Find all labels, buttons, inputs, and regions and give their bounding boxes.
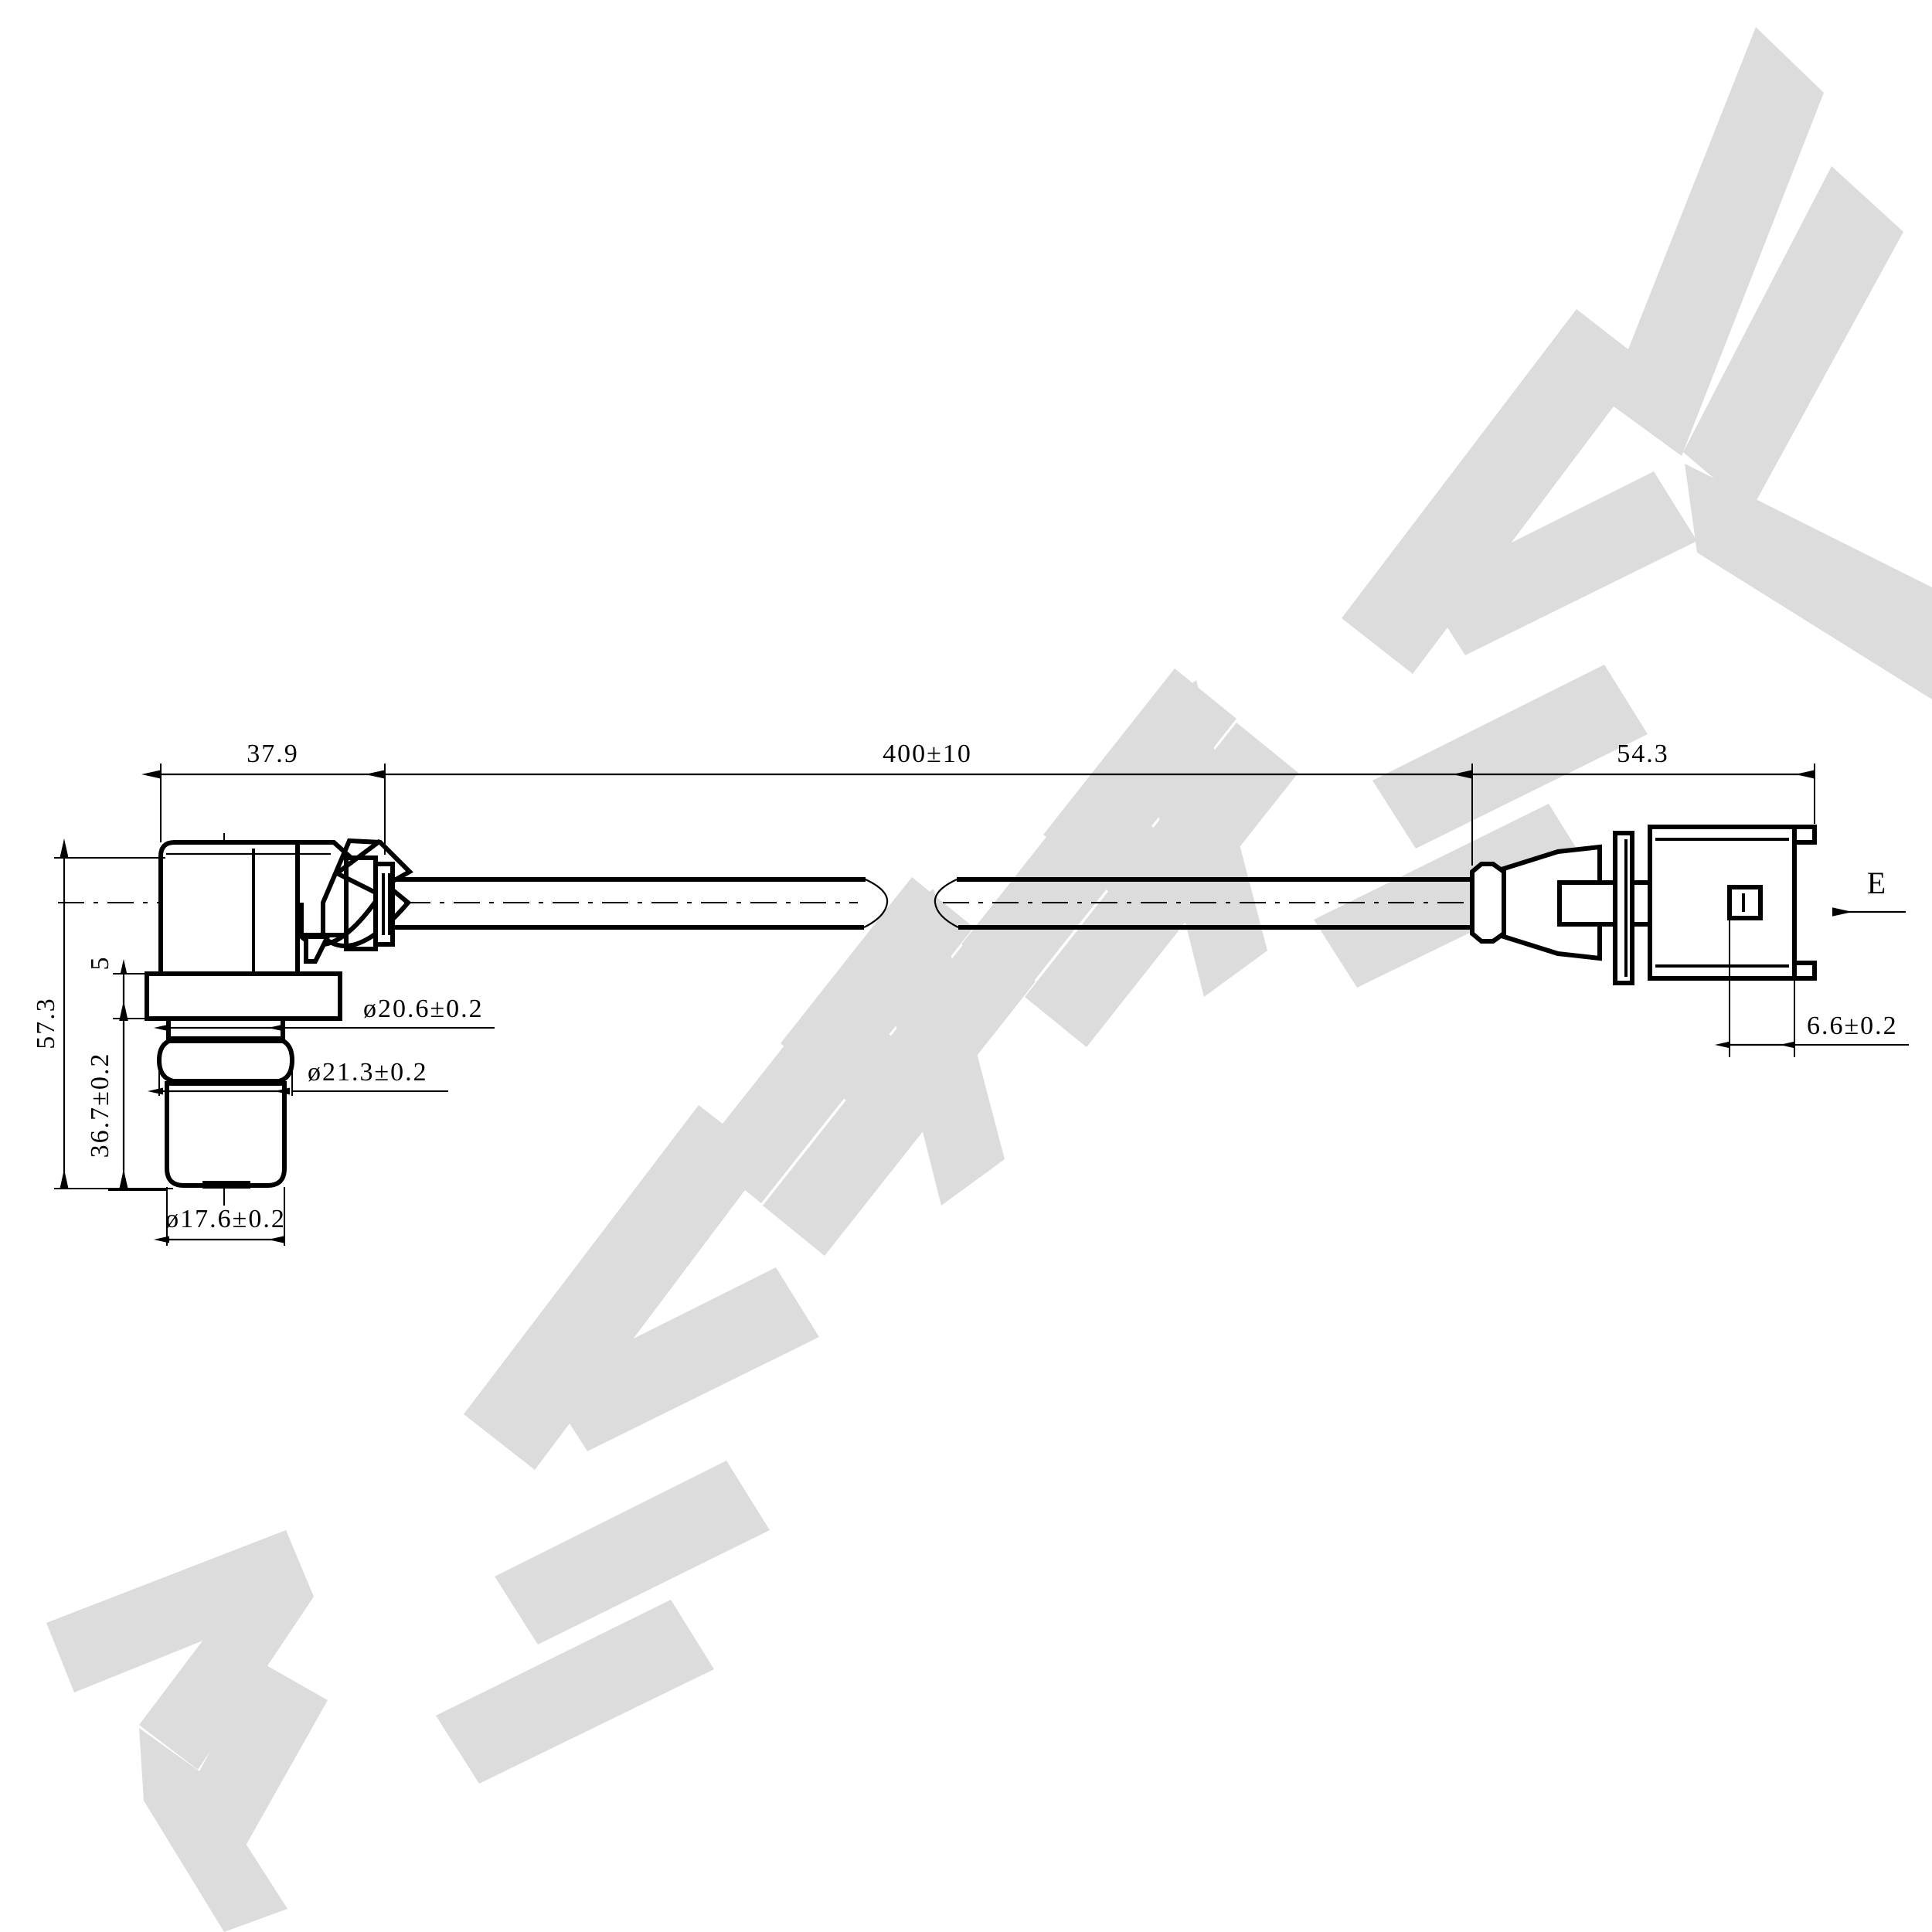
strain-relief-bulb (1470, 862, 1506, 944)
dim-label-5: 5 (86, 956, 114, 971)
dimension-sensor-body-length: 37.9 (141, 740, 386, 855)
dimension-overall-height: 57.3 (32, 838, 173, 1189)
oring-band-top (167, 1037, 284, 1043)
view-arrow-E: E (1832, 866, 1906, 917)
dim-label-37-9: 37.9 (247, 740, 299, 768)
dim-label-17-6: ø17.6±0.2 (165, 1205, 286, 1233)
sensor-lower-notch (304, 934, 332, 964)
dimension-cable-length: 400±10 (366, 740, 1473, 866)
connector-housing (1648, 825, 1797, 981)
sensor-probe-cylinder (165, 1081, 287, 1188)
dimension-probe-diameter: ø17.6±0.2 (108, 1187, 286, 1246)
connector-boot-taper (1502, 844, 1602, 961)
dimension-probe-length: 36.7±0.2 (86, 1001, 128, 1189)
dim-label-36-7: 36.7±0.2 (86, 1053, 114, 1158)
connector-shank (1557, 880, 1656, 927)
connector-collar-ring (1613, 831, 1634, 985)
connector-latch-ear-top (1792, 825, 1817, 845)
dim-label-400: 400±10 (883, 740, 972, 768)
dimension-flange-diameter: ø20.6±0.2 (154, 995, 495, 1032)
dimension-oring-diameter: ø21.3±0.2 (148, 1058, 448, 1096)
cable (393, 877, 1472, 930)
cable-break-curve-left (863, 879, 889, 928)
connector-assembly (1470, 825, 1817, 985)
dim-label-6-6: 6.6±0.2 (1807, 1012, 1898, 1040)
sensor-head-assembly (145, 838, 413, 1189)
connector-latch-ear-bottom (1792, 961, 1817, 981)
sensor-mounting-flange (145, 971, 342, 1021)
dimension-flange-thickness: 5 (86, 956, 155, 1019)
probe-tip-band (202, 1181, 250, 1189)
sensor-curve-hook (332, 838, 382, 897)
dim-label-20-6: ø20.6±0.2 (363, 995, 484, 1023)
watermark-zennek (46, 27, 1932, 1932)
dim-label-21-3: ø21.3±0.2 (308, 1058, 428, 1087)
cable-break-curve-right (934, 879, 959, 928)
dim-label-54-3: 54.3 (1617, 740, 1669, 768)
dim-label-57-3: 57.3 (32, 997, 60, 1049)
sensor-body-block (158, 840, 300, 976)
view-arrow-label: E (1867, 866, 1886, 900)
dimension-connector-length: 54.3 (1453, 740, 1815, 824)
oring-seal (156, 1036, 295, 1084)
dimension-connector-key-offset: 6.6±0.2 (1715, 889, 1909, 1057)
